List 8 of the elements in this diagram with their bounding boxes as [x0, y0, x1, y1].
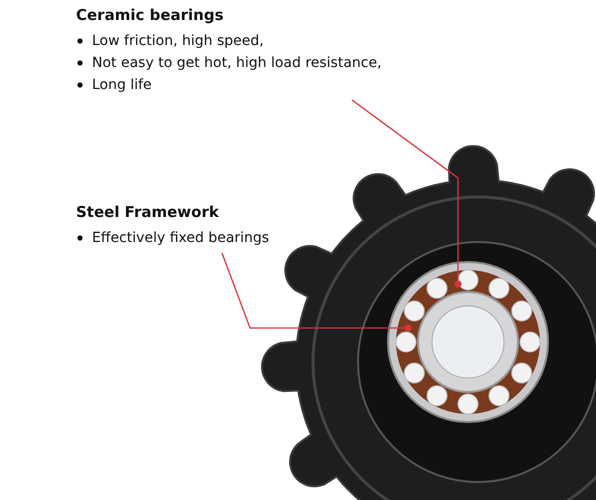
- bullet-text: Not easy to get hot, high load resistance,: [92, 55, 382, 71]
- callout-heading: Steel Framework: [76, 203, 219, 221]
- bullet-text: Low friction, high speed,: [92, 33, 264, 49]
- leader-line: [352, 99, 462, 288]
- leader-line: [221, 252, 412, 332]
- bullet-text: Long life: [92, 77, 152, 93]
- bullet-text: Effectively fixed bearings: [92, 230, 270, 246]
- callout-heading: Ceramic bearings: [76, 6, 224, 24]
